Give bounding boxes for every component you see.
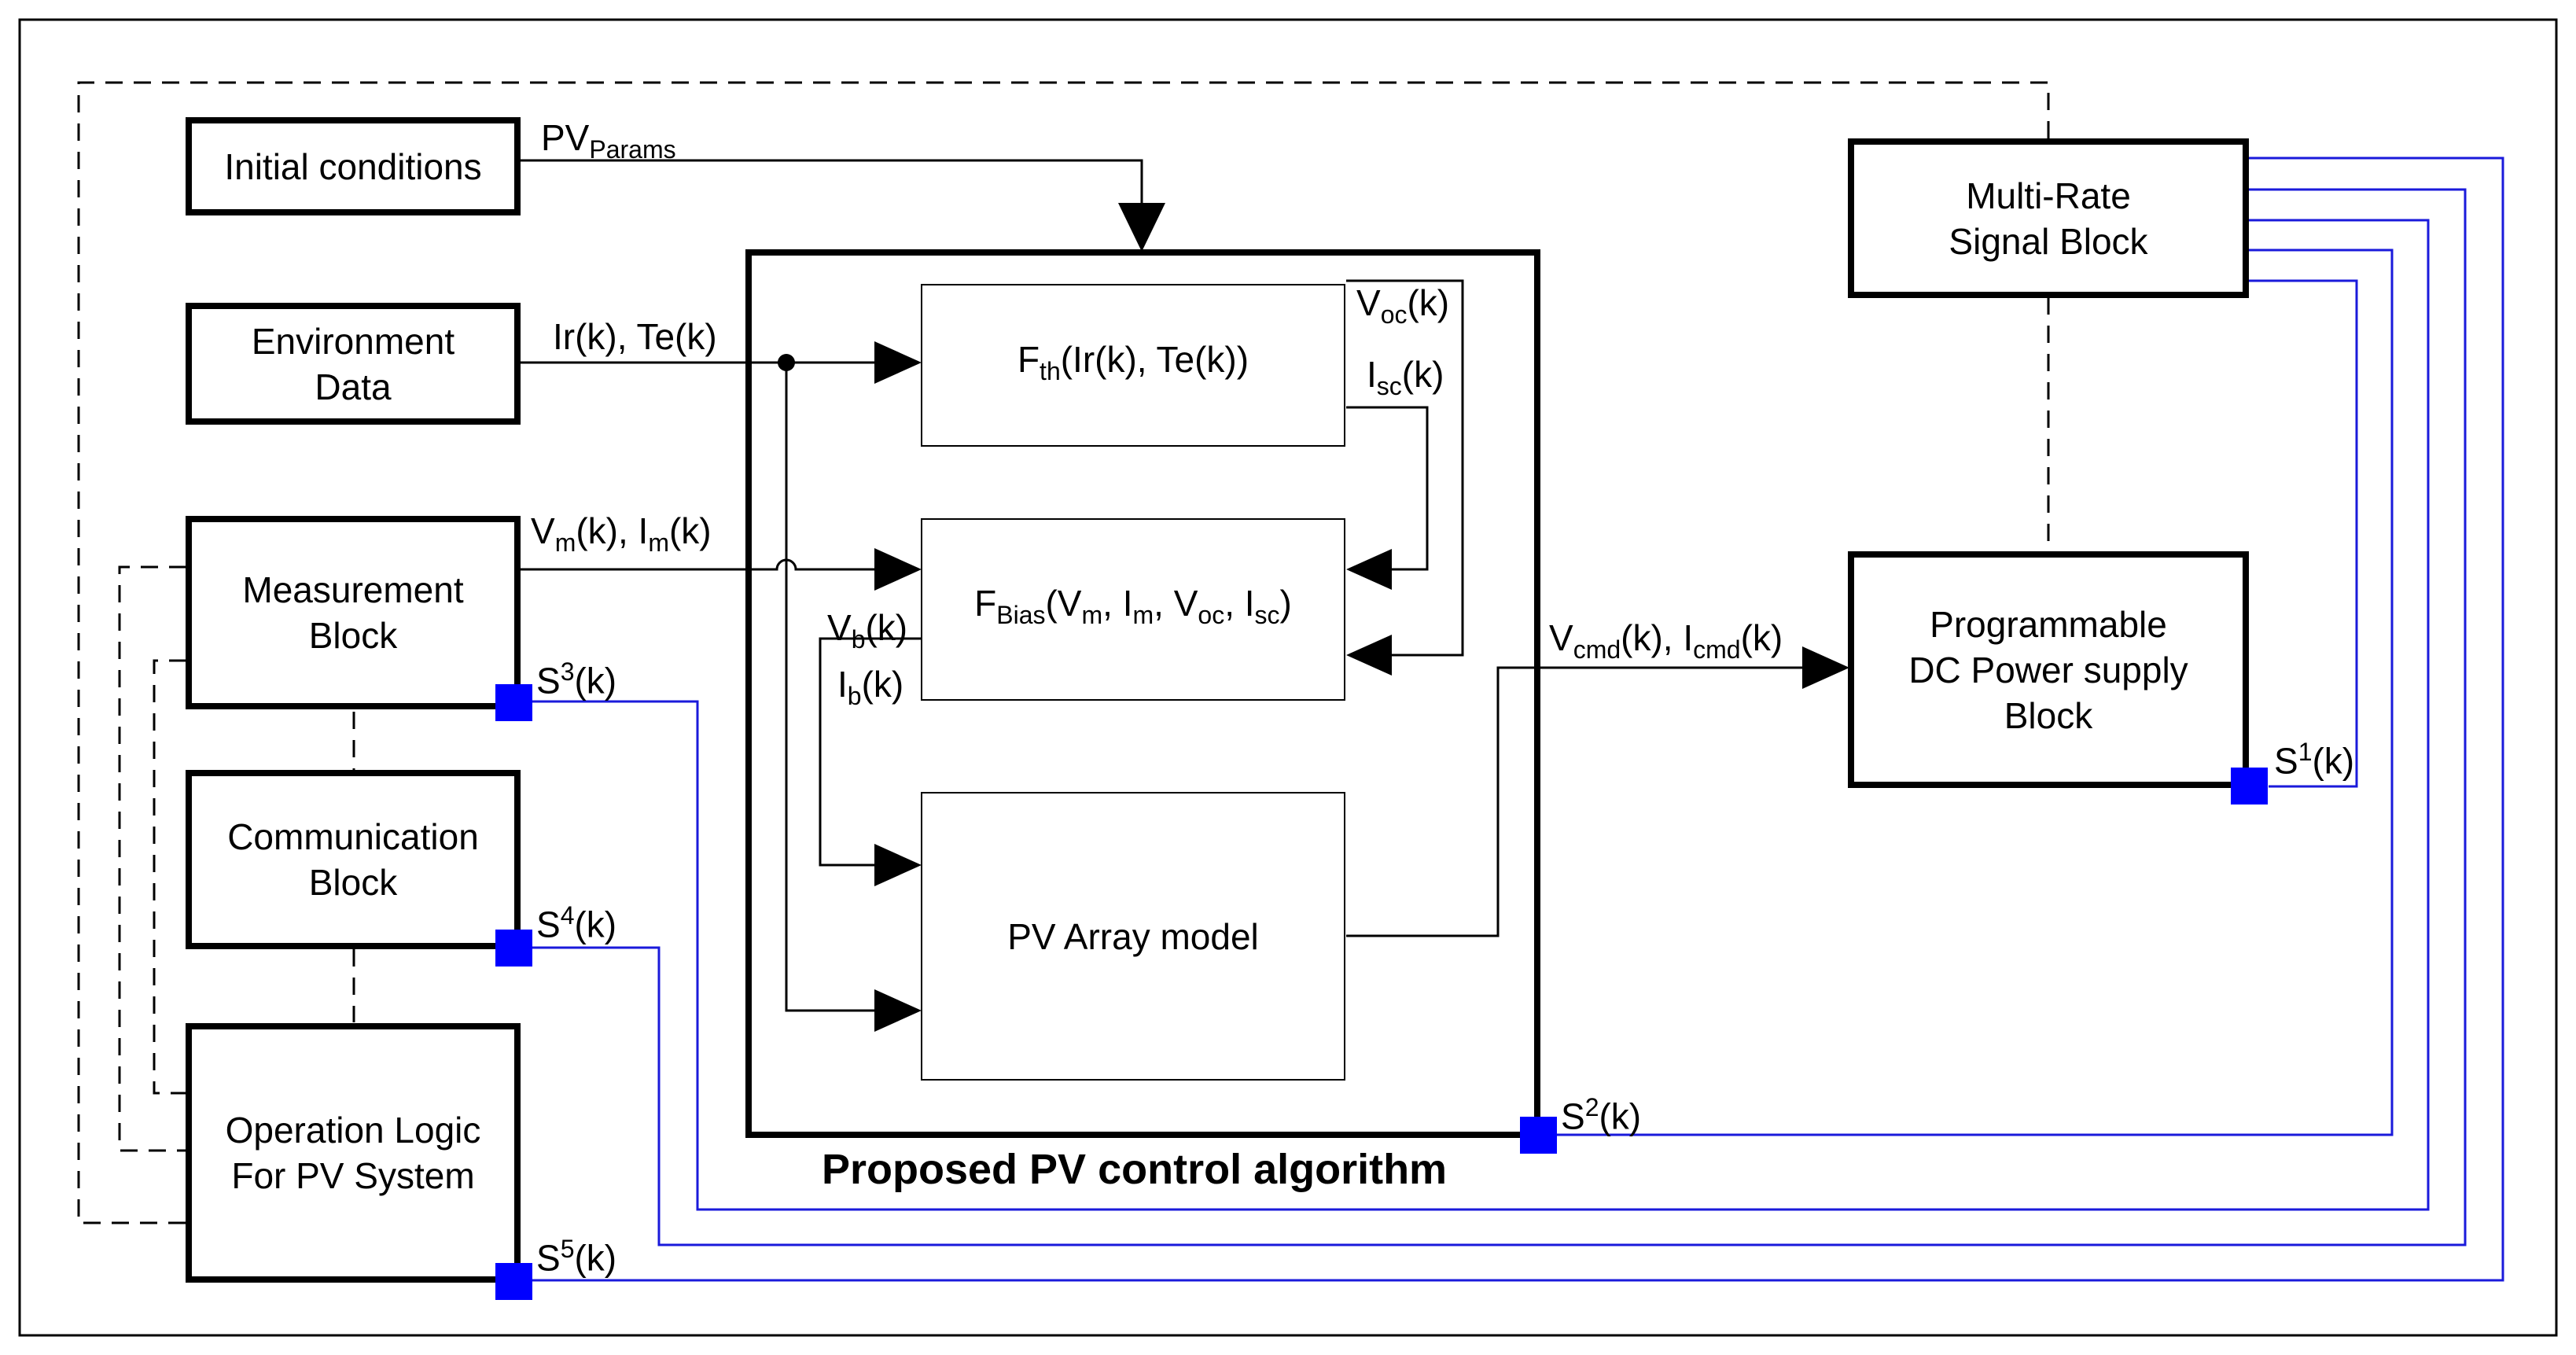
initial-conditions-label: Initial conditions (224, 145, 482, 187)
outer-frame (18, 18, 2558, 1337)
pv-array-label: PV Array model (1007, 915, 1259, 957)
fth-label: Fth(Ir(k), Te(k)) (1017, 338, 1249, 386)
s5-label: S5(k) (536, 1235, 617, 1279)
algorithm-container (745, 249, 1540, 1138)
port-s3 (495, 684, 532, 721)
programmable-block (1848, 551, 2249, 788)
measurement-block (186, 516, 521, 709)
port-s4 (495, 930, 532, 967)
algorithm-caption: Proposed PV control algorithm (822, 1146, 1448, 1193)
s2-label: S2(k) (1561, 1093, 1642, 1137)
isc-label: Isc(k) (1367, 354, 1444, 401)
vcmd-icmd-label: Vcmd(k), Icmd(k) (1549, 617, 1783, 665)
ib-label: Ib(k) (837, 664, 904, 711)
arrowheads (874, 203, 1849, 1032)
port-s5 (495, 1263, 532, 1300)
initial-conditions-block (186, 117, 521, 215)
fth-block (921, 284, 1345, 447)
pv-array-block (921, 792, 1345, 1081)
fbias-block (921, 518, 1345, 701)
signal-lines (519, 159, 1802, 1012)
port-s1 (2231, 768, 2268, 805)
fbias-label: FBias(Vm, Im, Voc, Isc) (974, 583, 1292, 630)
multirate-block (1848, 138, 2249, 298)
junction-dot (778, 354, 795, 371)
environment-data-block (186, 303, 521, 425)
communication-block (186, 770, 521, 949)
sync-ports (495, 684, 2268, 1300)
vm-im-label: Vm(k), Im(k) (531, 510, 712, 558)
operation-logic-block (186, 1023, 521, 1283)
s3-label: S3(k) (536, 657, 617, 701)
ir-te-label: Ir(k), Te(k) (553, 316, 717, 357)
s4-label: S4(k) (536, 901, 617, 945)
port-s2 (1520, 1117, 1557, 1154)
s1-label: S1(k) (2274, 738, 2355, 782)
dashed-links (77, 81, 2050, 1224)
pv-params-label: PVParams (541, 117, 676, 164)
voc-label: Voc(k) (1356, 282, 1450, 330)
sync-lines (532, 156, 2504, 1282)
vb-label: Vb(k) (827, 607, 908, 654)
